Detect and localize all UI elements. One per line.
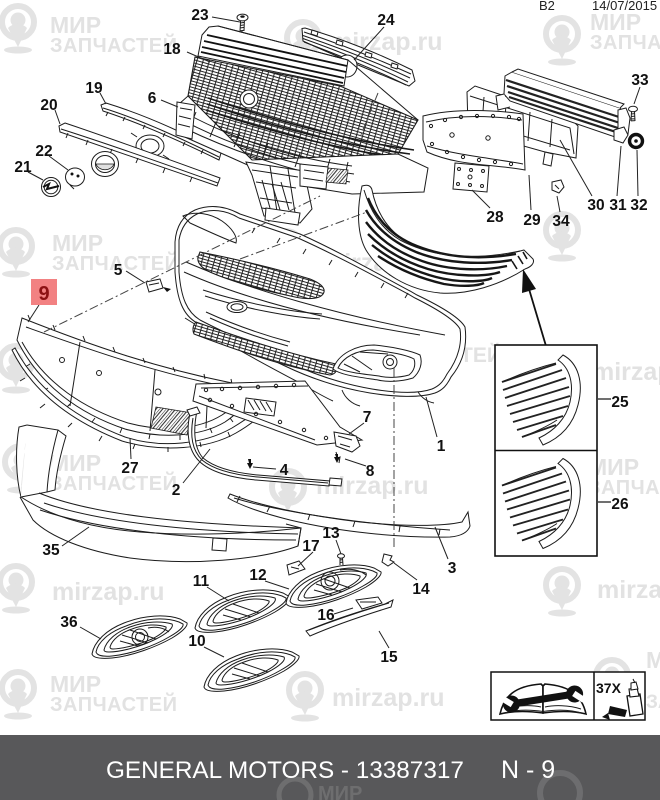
svg-text:3: 3	[448, 560, 457, 577]
svg-text:25: 25	[611, 394, 629, 411]
svg-text:B2: B2	[539, 0, 555, 13]
svg-text:18: 18	[163, 41, 181, 58]
svg-text:35: 35	[42, 542, 60, 559]
svg-text:МИ: МИ	[646, 647, 660, 673]
svg-text:17: 17	[302, 538, 319, 555]
svg-text:37X: 37X	[596, 680, 622, 696]
svg-text:4: 4	[280, 462, 289, 479]
svg-text:10: 10	[188, 633, 205, 650]
svg-text:16: 16	[317, 607, 335, 624]
svg-text:27: 27	[121, 460, 138, 477]
svg-text:GENERAL MOTORS - 13387317: GENERAL MOTORS - 13387317	[106, 757, 464, 784]
svg-text:29: 29	[523, 212, 541, 229]
svg-text:ЗА: ЗА	[646, 692, 660, 713]
svg-text:30: 30	[587, 197, 604, 214]
svg-text:31: 31	[609, 197, 627, 214]
svg-text:23: 23	[191, 7, 209, 24]
svg-text:20: 20	[40, 97, 57, 114]
svg-text:26: 26	[611, 496, 629, 513]
svg-text:2: 2	[172, 482, 181, 499]
svg-text:33: 33	[631, 72, 649, 89]
svg-text:12: 12	[249, 567, 266, 584]
svg-text:13: 13	[322, 525, 340, 542]
svg-text:24: 24	[377, 12, 395, 29]
svg-text:22: 22	[35, 143, 52, 160]
svg-text:36: 36	[60, 614, 78, 631]
svg-text:34: 34	[552, 213, 570, 230]
svg-text:9: 9	[38, 283, 49, 305]
svg-text:МИР: МИР	[318, 783, 362, 800]
svg-text:14/07/2015: 14/07/2015	[592, 0, 657, 13]
svg-text:7: 7	[363, 409, 372, 426]
svg-text:19: 19	[85, 80, 103, 97]
svg-text:6: 6	[148, 90, 157, 107]
svg-text:14: 14	[412, 581, 430, 598]
svg-text:5: 5	[114, 262, 123, 279]
svg-text:32: 32	[630, 197, 647, 214]
svg-text:28: 28	[486, 209, 504, 226]
svg-text:15: 15	[380, 649, 398, 666]
svg-text:N - 9: N - 9	[501, 756, 555, 784]
svg-text:21: 21	[14, 159, 32, 176]
svg-text:1: 1	[437, 438, 446, 455]
svg-text:8: 8	[366, 463, 375, 480]
svg-text:11: 11	[193, 573, 210, 590]
